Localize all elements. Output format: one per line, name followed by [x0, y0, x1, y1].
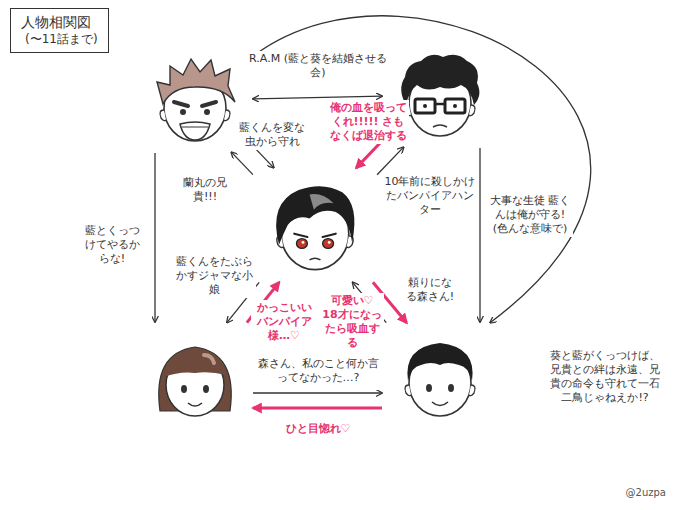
drawing-part — [188, 403, 202, 406]
drawing-part — [174, 102, 188, 106]
drawing-part — [302, 241, 305, 244]
drawing-part — [224, 110, 230, 121]
edge-label: R.A.M (藍と葵を結婚させる会) — [243, 51, 393, 81]
relation-arrow — [154, 153, 155, 322]
edge-label: 頼りになる森さん! — [402, 275, 458, 305]
edge-label: 藍くんを変な虫から守れ — [237, 120, 307, 150]
drawing-part — [435, 103, 445, 106]
relation-arrow — [253, 407, 382, 410]
drawing-part — [415, 99, 435, 113]
drawing-part — [407, 343, 472, 381]
relation-arrow — [253, 392, 382, 393]
edge-label: 葵と藍がくっつけば、兄貴との絆は永遠、兄貴の命令も守れて一石二鳥じゃねえか!? — [545, 348, 665, 406]
drawing-part — [204, 355, 214, 363]
title-text: 人物相関図 — [21, 13, 98, 31]
drawing-part — [182, 127, 208, 128]
drawing-part — [401, 55, 479, 105]
title-box: 人物相関図(〜11話まで) — [10, 8, 109, 53]
character-face — [140, 325, 250, 425]
edge-label: かっこいいバンパイア様…♡ — [251, 300, 317, 344]
drawing-part — [204, 109, 210, 115]
drawing-part — [426, 384, 432, 392]
drawing-part — [328, 241, 331, 244]
drawing-part — [310, 258, 321, 260]
drawing-part — [445, 99, 465, 113]
watermark: @2uzpa — [626, 487, 666, 498]
drawing-part — [453, 104, 457, 108]
drawing-part — [432, 402, 448, 406]
relation-arrow — [377, 147, 403, 175]
edge-label: 蘭丸の兄貴!!! — [178, 175, 233, 205]
drawing-part — [448, 384, 454, 392]
drawing-part — [405, 385, 411, 396]
relation-arrow — [356, 140, 383, 168]
drawing-part — [181, 385, 187, 393]
drawing-part — [323, 234, 336, 237]
drawing-part — [276, 186, 354, 244]
drawing-part — [157, 59, 235, 104]
drawing-part — [433, 125, 447, 127]
drawing-part — [469, 105, 475, 116]
relation-arrow — [253, 96, 382, 99]
drawing-part — [180, 109, 186, 115]
edge-label: 森さん、私のこと何か言ってなかった…? — [254, 356, 382, 386]
character-node — [385, 325, 495, 425]
edge-label: 藍くんをたぶらかすジャマな小娘 — [172, 254, 256, 298]
drawing-part — [423, 104, 427, 108]
character-node — [140, 325, 250, 425]
drawing-part — [323, 239, 334, 249]
edge-label: 俺の血を吸ってくれ!!!!! さもなくば退治する — [327, 100, 409, 144]
drawing-part — [203, 385, 209, 393]
character-face — [255, 170, 375, 280]
character-face — [140, 50, 250, 150]
drawing-part — [164, 349, 226, 381]
edge-label: 藍とくっつけてやるからな! — [82, 223, 142, 267]
edge-label: ひと目惚れ♡ — [278, 421, 358, 437]
drawing-part — [294, 234, 307, 237]
edge-label: 10年前に殺しかけたバンパイアハンター — [383, 174, 478, 218]
character-node — [255, 170, 375, 280]
drawing-part — [180, 122, 210, 140]
drawing-part — [160, 110, 166, 121]
drawing-part — [202, 102, 216, 106]
edge-label: 大事な生徒 藍くんは俺が守る! (色んな意味で) — [487, 193, 573, 237]
relation-arrow — [479, 148, 480, 322]
drawing-part — [296, 239, 307, 249]
subtitle-text: (〜11話まで) — [21, 31, 98, 47]
character-node — [140, 50, 250, 150]
relation-arrow — [231, 152, 253, 174]
edge-label: 可愛い♡ 18才になったら吸血する — [320, 293, 384, 351]
drawing-part — [469, 385, 475, 396]
character-face — [385, 325, 495, 425]
drawing-part — [310, 194, 334, 210]
